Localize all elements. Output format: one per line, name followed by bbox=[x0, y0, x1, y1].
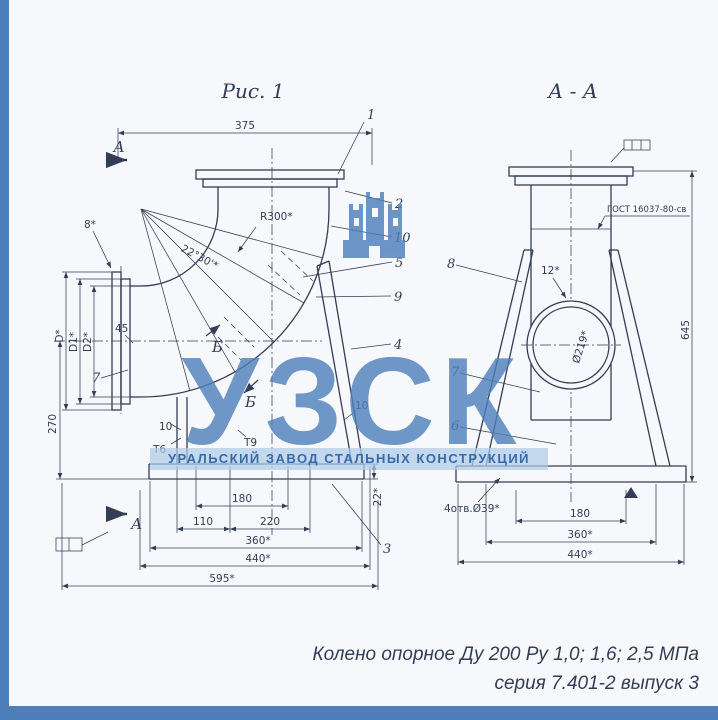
top-flange bbox=[195, 169, 345, 209]
callout-9: 9 bbox=[394, 290, 402, 305]
callout-8: 8 bbox=[447, 257, 455, 272]
gost-label: ГОСТ 16037-80-св bbox=[607, 205, 686, 215]
section-a-bottom-label: А bbox=[130, 515, 142, 533]
support-brace bbox=[316, 260, 364, 465]
right-view: А - А Ø219* bbox=[444, 79, 697, 565]
watermark-banner bbox=[150, 448, 548, 470]
caption-line-2: серия 7.401-2 выпуск 3 bbox=[494, 673, 699, 694]
dim-595-label: 595* bbox=[209, 573, 234, 585]
figure-title: Рис. 1 bbox=[221, 79, 285, 103]
callouts-right-view: 8 7 6 bbox=[447, 257, 557, 445]
dim-360-label: 360* bbox=[245, 535, 270, 547]
bottom-dims-right: 180 360* 440* bbox=[457, 484, 685, 565]
dia-d1-label: D1* bbox=[68, 332, 80, 352]
radius-label: R300* bbox=[260, 211, 293, 223]
section-a-marks: А А bbox=[105, 138, 142, 533]
section-a-top-label: А bbox=[112, 138, 124, 156]
callout-4: 4 bbox=[393, 338, 402, 353]
top-flange-right bbox=[508, 166, 634, 186]
pipe-right bbox=[530, 185, 612, 421]
diameter-dims: D* D1* D2* bbox=[54, 271, 130, 411]
thickness-8-label: 8* bbox=[84, 219, 96, 231]
support-legs-right bbox=[471, 249, 671, 467]
chamfer-45-label: 45 bbox=[115, 323, 128, 335]
bevel-12-label: 12* bbox=[541, 265, 560, 277]
branch-circle: Ø219* bbox=[521, 300, 621, 390]
datum-flag bbox=[55, 531, 109, 552]
dim-375-label: 375 bbox=[235, 120, 255, 132]
watermark-full-name: УРАЛЬСКИЙ ЗАВОД СТАЛЬНЫХ КОНСТРУКЦИЙ bbox=[168, 451, 530, 466]
caption-line-1: Колено опорное Ду 200 Ру 1,0; 1,6; 2,5 М… bbox=[312, 644, 699, 665]
left-flange bbox=[111, 271, 131, 411]
view-b-arrows: Б Б bbox=[205, 324, 259, 411]
dim-180-label: 180 bbox=[232, 493, 252, 505]
dim-22-label: 22* bbox=[372, 488, 384, 507]
callout-6: 6 bbox=[451, 419, 459, 434]
frame-bottom-bar bbox=[0, 706, 718, 720]
caption: Колено опорное Ду 200 Ру 1,0; 1,6; 2,5 М… bbox=[312, 644, 699, 694]
holes-label: 4отв.Ø39* bbox=[444, 503, 500, 515]
gost-weld-note: ГОСТ 16037-80-св bbox=[597, 205, 690, 230]
dim-440-label: 440* bbox=[245, 553, 270, 565]
section-title: А - А bbox=[546, 79, 598, 103]
dim-440-right-label: 440* bbox=[567, 549, 592, 561]
dia-d-label: D* bbox=[54, 329, 66, 342]
small-labels-left: 8* 45 7 bbox=[84, 219, 134, 386]
view-b-label-2: Б bbox=[244, 393, 256, 411]
dim-645-label: 645 bbox=[680, 320, 692, 340]
weld-t9-label: Т9 bbox=[243, 437, 257, 449]
watermark-logo-icon bbox=[343, 192, 405, 258]
frame-left-bar bbox=[0, 0, 9, 720]
miter-weld-lines bbox=[210, 250, 314, 361]
dim-645: 645 bbox=[633, 170, 697, 483]
callout-1: 1 bbox=[367, 108, 375, 123]
dim-270-label: 270 bbox=[47, 414, 59, 434]
dia-d2-label: D2* bbox=[82, 332, 94, 352]
dim-110-label: 110 bbox=[193, 516, 213, 528]
dim-375: 375 bbox=[117, 120, 373, 165]
callout-5: 5 bbox=[395, 256, 403, 271]
callout-3: 3 bbox=[383, 542, 391, 557]
weld-symbol bbox=[610, 139, 651, 163]
bottom-dims-left: 180 110 220 360* 440* 595* bbox=[61, 466, 379, 590]
dim-180-right-label: 180 bbox=[570, 508, 590, 520]
dim-270: 270 bbox=[47, 341, 149, 480]
bevel-note: 12* bbox=[541, 265, 567, 299]
datum-triangle bbox=[624, 487, 638, 498]
watermark: УЗСК УРАЛЬСКИЙ ЗАВОД СТАЛЬНЫХ КОНСТРУКЦИ… bbox=[150, 192, 548, 471]
callout-7-left: 7 bbox=[92, 371, 101, 386]
leg-weld-size: 10 bbox=[159, 421, 172, 433]
callout-7-right: 7 bbox=[451, 365, 460, 380]
view-b-label-1: Б bbox=[211, 338, 223, 356]
dim-360-right-label: 360* bbox=[567, 529, 592, 541]
brace-weld-size: 10 bbox=[355, 400, 368, 412]
dim-220-label: 220 bbox=[260, 516, 280, 528]
holes-note: 4отв.Ø39* bbox=[444, 477, 501, 515]
